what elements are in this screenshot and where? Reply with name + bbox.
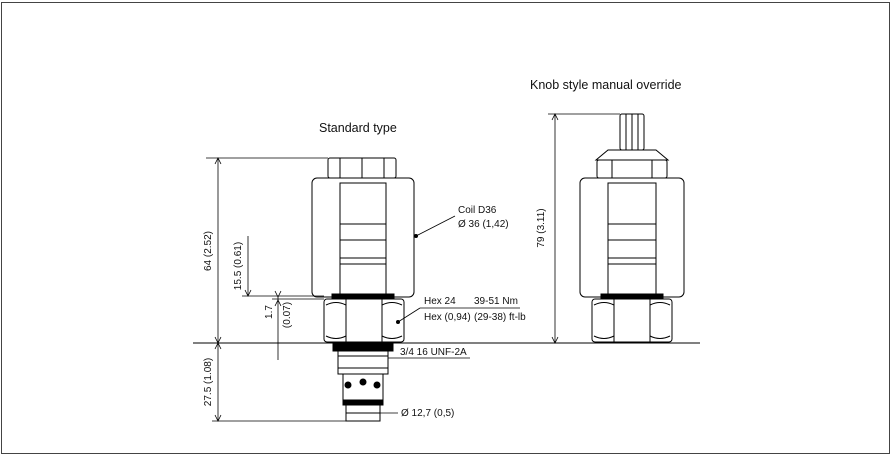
title-knob: Knob style manual override bbox=[530, 78, 682, 92]
standard-valve bbox=[311, 157, 415, 422]
dim-gap-in: (0.07) bbox=[282, 302, 293, 328]
hex-torque-ftlb-label: (29-38) ft-lb bbox=[474, 312, 526, 323]
dim-overall-height: 64 (2.52) bbox=[203, 231, 214, 271]
coil-leader-dot bbox=[414, 234, 418, 238]
thread-section bbox=[337, 350, 389, 375]
dim-cavity-depth: 27.5 (1.08) bbox=[203, 358, 214, 406]
knob-valve bbox=[579, 113, 685, 343]
thread-label: 3/4 16 UNF-2A bbox=[400, 347, 467, 358]
hex-body bbox=[323, 298, 405, 343]
dimension-lines bbox=[206, 113, 620, 422]
hex-body-knob bbox=[591, 298, 673, 343]
hex-leader-dot bbox=[396, 320, 400, 324]
diameter-label: Ø 12,7 (0,5) bbox=[401, 408, 454, 419]
dim-coil-offset: 15.5 (0.61) bbox=[233, 242, 244, 290]
hex-size-label: Hex 24 bbox=[424, 296, 456, 307]
knob-collar bbox=[594, 149, 670, 161]
coil-label: Coil D36 bbox=[458, 205, 497, 216]
dim-gap-mm: 1.7 bbox=[264, 305, 275, 319]
hex-torque-nm-label: 39-51 Nm bbox=[474, 296, 518, 307]
dim-knob-height: 79 (3.11) bbox=[536, 208, 547, 247]
hex-size-in-label: Hex (0,94) bbox=[424, 312, 471, 323]
coil-diameter-label: Ø 36 (1,42) bbox=[458, 219, 509, 230]
knob-nut bbox=[596, 159, 668, 179]
title-standard: Standard type bbox=[319, 121, 397, 135]
